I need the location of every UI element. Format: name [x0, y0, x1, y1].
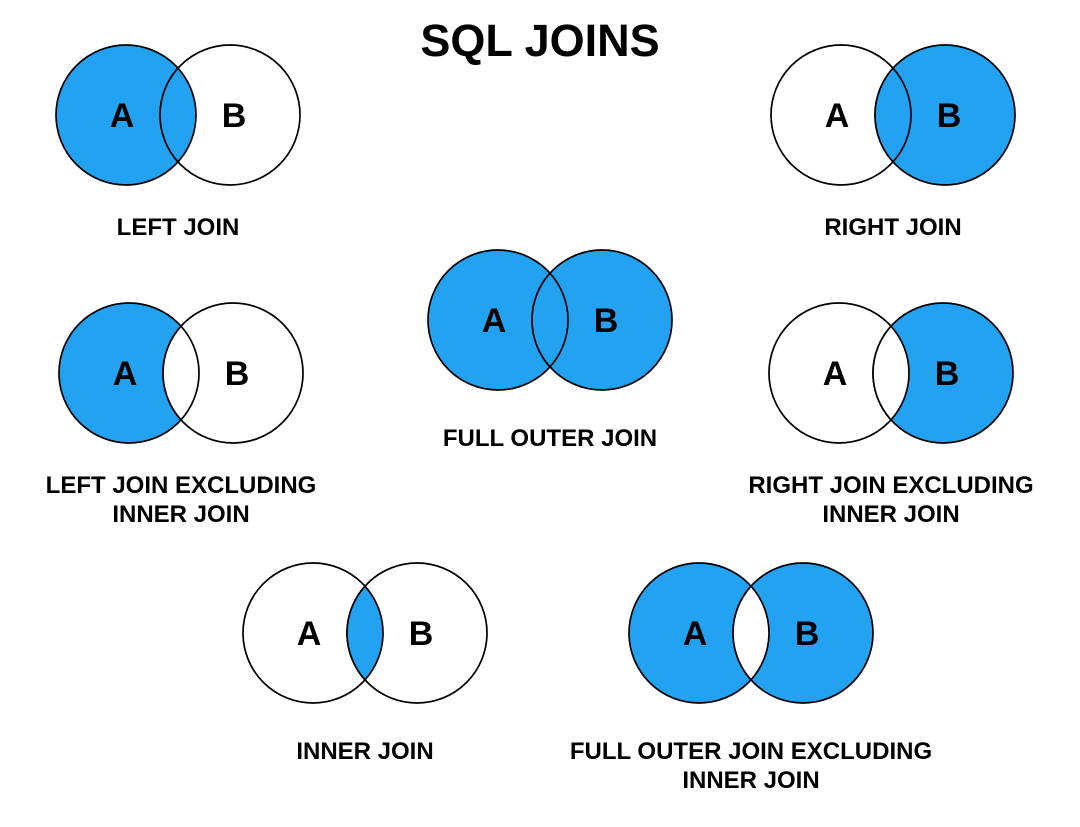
circle-b-label: B [594, 302, 619, 340]
venn-right-join-excluding-inner-join: A B [768, 302, 1014, 444]
circle-a-label: A [482, 302, 507, 340]
venn-full-outer-join: A B [427, 249, 673, 391]
venn-right-join: A B [770, 44, 1016, 186]
intersection-lens [346, 584, 384, 682]
caption-line: RIGHT JOIN [824, 214, 962, 241]
caption-line: LEFT JOIN EXCLUDING [45, 472, 317, 499]
diagram-caption: LEFT JOIN EXCLUDING INNER JOIN [0, 471, 381, 529]
intersection-lens [732, 584, 770, 682]
circle-a-label: A [297, 615, 322, 653]
diagram-caption: INNER JOIN [165, 737, 565, 766]
circle-b-label: B [409, 615, 434, 653]
caption-line: FULL OUTER JOIN [442, 425, 658, 452]
circle-a-label: A [683, 615, 708, 653]
caption-line: INNER JOIN [682, 767, 820, 794]
circle-a-label: A [823, 355, 848, 393]
intersection-lens [162, 324, 200, 422]
caption-line: INNER JOIN [822, 501, 960, 528]
diagram-caption: FULL OUTER JOIN EXCLUDING INNER JOIN [551, 737, 951, 795]
diagram-caption: FULL OUTER JOIN [350, 424, 750, 453]
caption-line: INNER JOIN [112, 501, 250, 528]
caption-line: LEFT JOIN [116, 214, 240, 241]
circle-a-label: A [113, 355, 138, 393]
venn-inner-join: A B [242, 562, 488, 704]
caption-line: INNER JOIN [296, 738, 434, 765]
venn-left-join: A B [55, 44, 301, 186]
page-title: SQL JOINS [420, 15, 660, 66]
circle-b-label: B [225, 355, 250, 393]
diagram-caption: RIGHT JOIN EXCLUDING INNER JOIN [691, 471, 1080, 529]
circle-a-label: A [825, 97, 850, 135]
diagram-caption: LEFT JOIN [0, 213, 378, 242]
intersection-lens [874, 66, 912, 164]
circle-a-label: A [110, 97, 135, 135]
diagram-right-join: A B RIGHT JOIN [693, 37, 1080, 242]
caption-line: FULL OUTER JOIN EXCLUDING [569, 738, 933, 765]
circle-b-label: B [222, 97, 247, 135]
circle-b-label: B [795, 615, 820, 653]
diagram-right-join-excluding-inner-join: A B RIGHT JOIN EXCLUDING INNER JOIN [691, 295, 1080, 529]
diagram-inner-join: A B INNER JOIN [165, 555, 565, 766]
circle-b-label: B [937, 97, 962, 135]
diagram-left-join: A B LEFT JOIN [0, 37, 378, 242]
venn-left-join-excluding-inner-join: A B [58, 302, 304, 444]
diagram-caption: RIGHT JOIN [693, 213, 1080, 242]
intersection-lens [159, 66, 197, 164]
venn-full-outer-join-excluding-inner-join: A B [628, 562, 874, 704]
intersection-lens [872, 324, 910, 422]
diagram-full-outer-join: A B FULL OUTER JOIN [350, 242, 750, 453]
diagram-full-outer-join-excluding-inner-join: A B FULL OUTER JOIN EXCLUDING INNER JOIN [551, 555, 951, 795]
caption-line: RIGHT JOIN EXCLUDING [748, 472, 1034, 499]
circle-b-label: B [935, 355, 960, 393]
diagram-left-join-excluding-inner-join: A B LEFT JOIN EXCLUDING INNER JOIN [0, 295, 381, 529]
intersection-lens [531, 271, 569, 369]
